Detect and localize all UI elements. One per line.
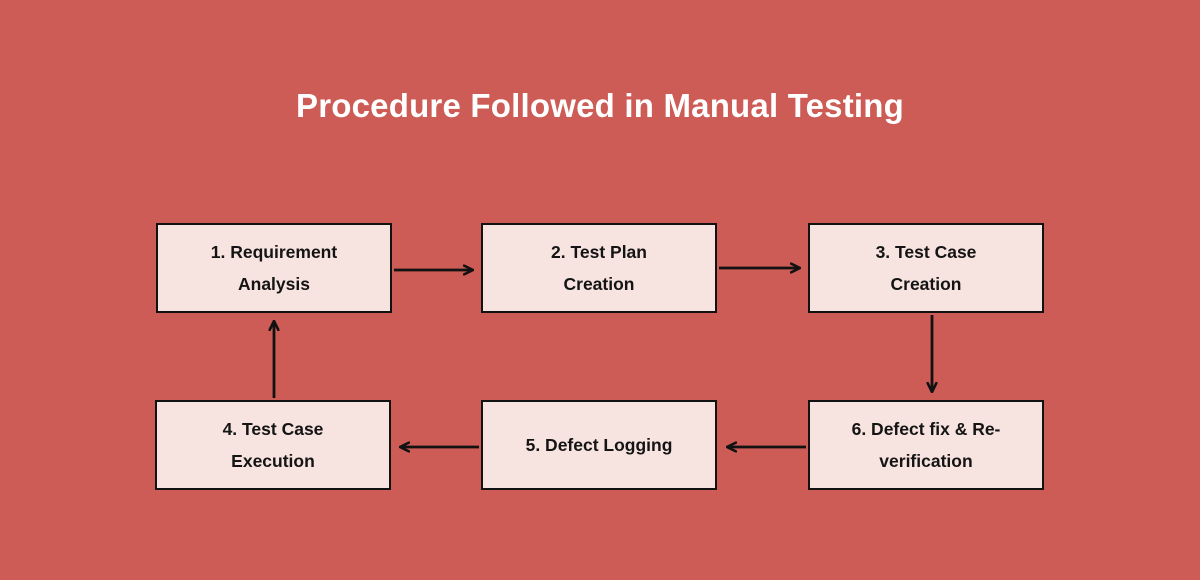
flow-node-label: 6. Defect fix & Re- verification — [851, 419, 1001, 471]
flow-node-defect-logging[interactable]: 5. Defect Logging — [481, 400, 717, 490]
flow-node-test-case-creation[interactable]: 3. Test Case Creation — [808, 223, 1044, 313]
flow-node-requirement-analysis[interactable]: 1. Requirement Analysis — [156, 223, 392, 313]
flow-node-label: 5. Defect Logging — [525, 435, 673, 455]
flow-node-label: 3. Test Case Creation — [875, 242, 977, 294]
flow-node-label: 2. Test Plan Creation — [551, 242, 647, 294]
flow-node-defect-fix-reverification[interactable]: 6. Defect fix & Re- verification — [808, 400, 1044, 490]
flow-node-test-case-execution[interactable]: 4. Test Case Execution — [155, 400, 391, 490]
page-title: Procedure Followed in Manual Testing — [296, 87, 904, 124]
flow-node-test-plan-creation[interactable]: 2. Test Plan Creation — [481, 223, 717, 313]
flow-node-label: 4. Test Case Execution — [222, 419, 324, 471]
flow-node-label: 1. Requirement Analysis — [210, 242, 338, 294]
